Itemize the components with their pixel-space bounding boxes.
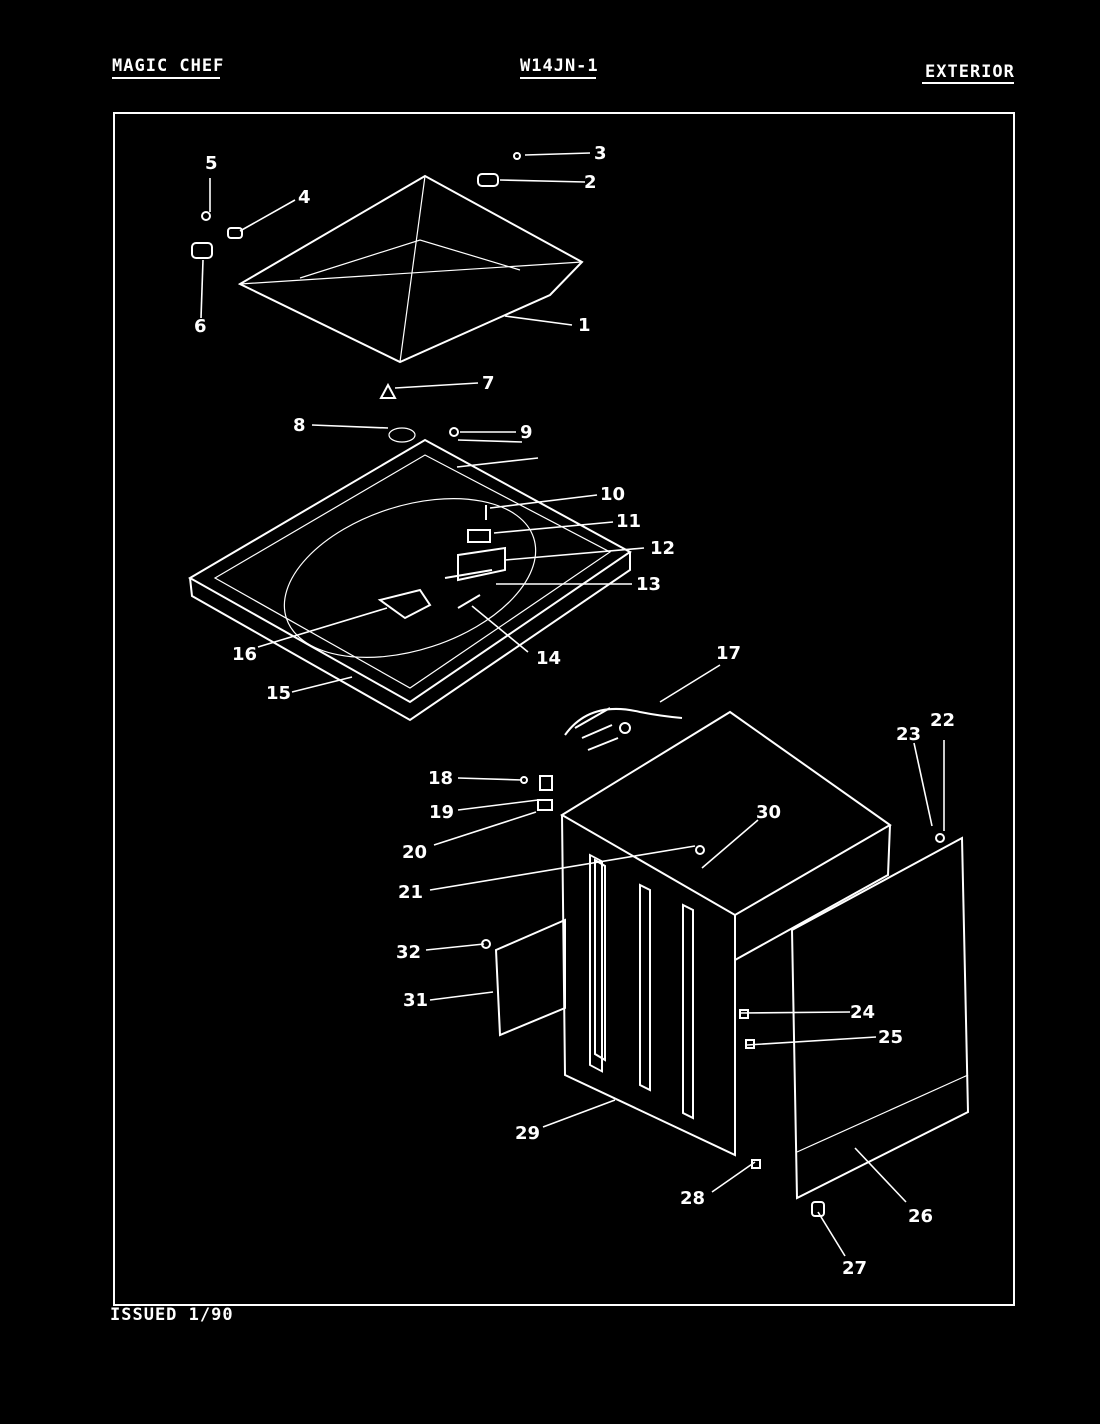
callout-16: 16 <box>232 644 257 665</box>
callout-30: 30 <box>756 802 781 823</box>
callout-22: 22 <box>930 710 955 731</box>
callout-24: 24 <box>850 1002 875 1023</box>
callout-31: 31 <box>403 990 428 1011</box>
power-cord-part <box>564 707 683 751</box>
model-number: W14JN-1 <box>520 56 599 76</box>
model-underline <box>520 77 596 79</box>
callout-27: 27 <box>842 1258 867 1279</box>
callout-14: 14 <box>536 648 561 669</box>
callout-1: 1 <box>578 315 591 336</box>
lid-switch-parts <box>444 427 506 609</box>
callout-3: 3 <box>594 143 607 164</box>
diagram-frame <box>113 112 1015 1306</box>
callout-9: 9 <box>520 422 533 443</box>
access-panel-part <box>494 918 566 1037</box>
callout-19-left: 19 <box>429 802 454 823</box>
leader-lines <box>200 152 945 1257</box>
issued-date: ISSUED 1/90 <box>110 1305 234 1325</box>
callout-17: 17 <box>716 643 741 664</box>
callout-8: 8 <box>293 415 306 436</box>
brand-title: MAGIC CHEF <box>112 56 225 76</box>
callout-28: 28 <box>680 1188 705 1209</box>
hinge-parts <box>191 152 521 399</box>
top-cover-part <box>187 427 632 722</box>
callout-23: 23 <box>896 724 921 745</box>
callout-29: 29 <box>515 1123 540 1144</box>
callout-18-left: 18 <box>428 768 453 789</box>
callout-26: 26 <box>908 1206 933 1227</box>
callout-11: 11 <box>616 511 641 532</box>
cabinet-part <box>560 710 892 1157</box>
section-underline <box>922 82 1014 84</box>
callout-15: 15 <box>266 683 291 704</box>
callout-6: 6 <box>194 316 207 337</box>
callout-10: 10 <box>600 484 625 505</box>
section-title: EXTERIOR <box>925 62 1015 82</box>
callout-13: 13 <box>636 574 661 595</box>
callout-25: 25 <box>878 1027 903 1048</box>
brand-underline <box>112 77 220 79</box>
callout-4: 4 <box>298 187 311 208</box>
callout-12: 12 <box>650 538 675 559</box>
lid-part <box>237 174 584 364</box>
back-panel-part <box>790 833 970 1217</box>
callout-5: 5 <box>205 153 218 174</box>
callout-21: 21 <box>398 882 423 903</box>
callout-2: 2 <box>584 172 597 193</box>
callout-7: 7 <box>482 373 495 394</box>
callout-32: 32 <box>396 942 421 963</box>
callout-20: 20 <box>402 842 427 863</box>
